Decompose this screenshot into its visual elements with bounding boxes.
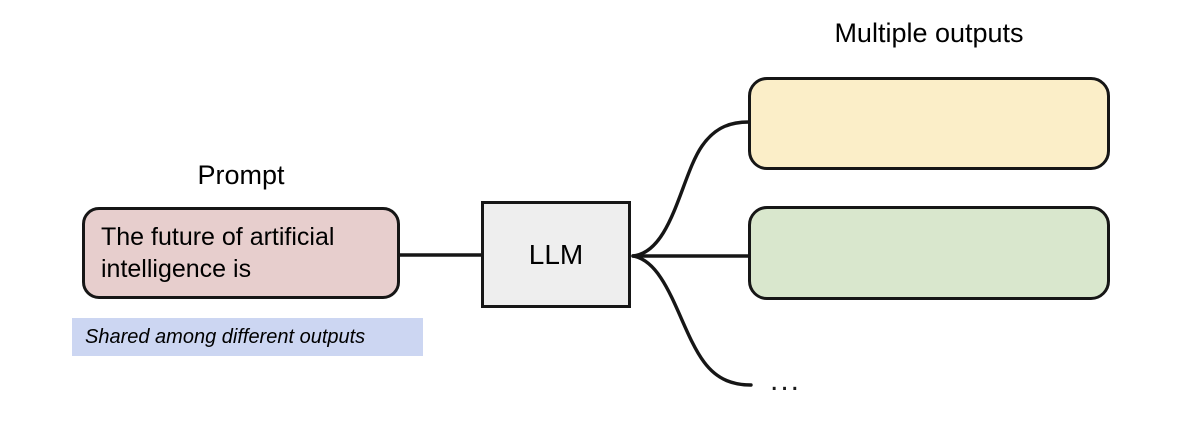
edge-llm-to-output-1 [631, 120, 751, 258]
prompt-box[interactable]: The future of artificial intelligence is [82, 207, 400, 299]
prompt-caption: Prompt [197, 160, 285, 190]
edge-llm-to-more [631, 254, 753, 387]
shared-annotation-banner: Shared among different outputs [72, 318, 423, 356]
llm-box[interactable]: LLM [481, 201, 631, 308]
more-outputs-ellipsis: ... [770, 364, 802, 397]
outputs-caption: Multiple outputs [834, 18, 1024, 48]
output-box-1[interactable] [748, 77, 1110, 170]
output-box-2[interactable] [748, 206, 1110, 300]
shared-annotation-text: Shared among different outputs [85, 325, 366, 348]
prompt-text: The future of artificial intelligence is [101, 223, 335, 283]
llm-label: LLM [528, 238, 584, 270]
